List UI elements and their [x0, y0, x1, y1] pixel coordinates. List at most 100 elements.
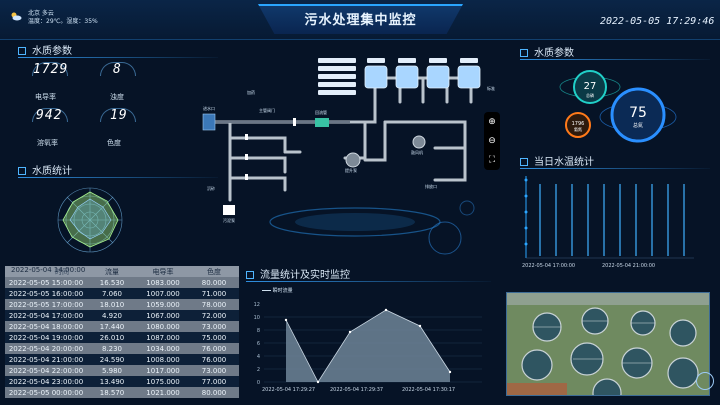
cell-chroma: 73.000: [189, 365, 239, 376]
cell-chroma: 76.000: [189, 343, 239, 354]
cell-conductivity: 1087.000: [137, 332, 189, 343]
cell-time: 2022-05-05 17:00:00: [5, 299, 87, 310]
cell-flow: 4.920: [87, 310, 137, 321]
section-divider: [520, 168, 710, 169]
cell-conductivity: 1075.000: [137, 376, 189, 387]
table-header-time[interactable]: 2022-05-04 14:00:00 时间: [5, 266, 87, 277]
cell-conductivity: 1017.000: [137, 365, 189, 376]
weather-location: 北京 多云: [28, 10, 54, 17]
cell-chroma: 75.000: [189, 332, 239, 343]
cell-time: 2022-05-04 23:00:00: [5, 376, 87, 387]
zoom-out-icon[interactable]: ⊖: [488, 136, 496, 146]
cell-flow: 17.440: [87, 321, 137, 332]
svg-text:2022-05-04 17:29:27: 2022-05-04 17:29:27: [262, 387, 315, 393]
conductivity-label: 电导率: [35, 93, 56, 101]
cell-flow: 18.010: [87, 299, 137, 310]
svg-text:提升泵: 提升泵: [345, 167, 357, 173]
svg-text:0: 0: [257, 380, 260, 386]
water-params-bubbles: 27 总磷 75 总氮 1796 氨氮: [559, 70, 677, 143]
cell-time: 2022-05-05 16:00:00: [5, 288, 87, 299]
svg-text:2022-05-04 17:29:37: 2022-05-04 17:29:37: [330, 387, 383, 393]
cell-flow: 7.060: [87, 288, 137, 299]
flow-chart-legend: 瞬时流量: [262, 287, 293, 294]
table-header-flow[interactable]: 流量: [87, 266, 137, 277]
flow-chart: 0 2 4 6 8 10 12 2022-05-04 17:29:27 2022…: [254, 302, 482, 393]
cell-chroma: 80.000: [189, 387, 239, 398]
svg-text:氨氮: 氨氮: [574, 126, 582, 132]
cell-time: 2022-05-04 22:00:00: [5, 365, 87, 376]
fullscreen-icon[interactable]: ⛶: [488, 155, 496, 165]
svg-text:标准: 标准: [487, 85, 495, 91]
cell-time: 2022-05-05 00:00:00: [5, 387, 87, 398]
svg-text:6: 6: [257, 341, 260, 347]
cell-flow: 8.230: [87, 343, 137, 354]
conductivity-value: 1729: [33, 62, 69, 77]
table-header-row: 2022-05-04 14:00:00 时间 流量 电导率 色度: [5, 266, 239, 277]
cell-flow: 13.490: [87, 376, 137, 387]
svg-text:排放口: 排放口: [425, 183, 437, 189]
svg-text:4: 4: [257, 354, 260, 360]
zoom-in-icon[interactable]: ⊕: [488, 117, 496, 127]
cell-flow: 16.530: [87, 277, 137, 288]
svg-text:8: 8: [257, 328, 260, 334]
datetime-display: 2022-05-05 17:29:46: [600, 16, 715, 27]
cell-conductivity: 1080.000: [137, 321, 189, 332]
cell-time: 2022-05-04 17:00:00: [5, 310, 87, 321]
cell-flow: 26.010: [87, 332, 137, 343]
video-monitor[interactable]: [506, 292, 710, 396]
section-divider: [18, 177, 218, 178]
title-plate: [258, 4, 463, 34]
svg-text:污泥泵: 污泥泵: [223, 217, 235, 223]
chroma-value: 19: [110, 108, 128, 123]
cell-conductivity: 1007.000: [137, 288, 189, 299]
oxygen-value: 942: [36, 108, 63, 123]
turbidity-label: 浊度: [110, 93, 124, 101]
cell-conductivity: 1008.000: [137, 354, 189, 365]
cell-flow: 18.570: [87, 387, 137, 398]
svg-text:总磷: 总磷: [586, 92, 594, 98]
table-header-chroma[interactable]: 色度: [189, 266, 239, 277]
water-params-title: 水质参数: [18, 42, 72, 57]
cell-chroma: 72.000: [189, 310, 239, 321]
svg-text:2022-05-04 17:00:00: 2022-05-04 17:00:00: [522, 263, 575, 269]
cell-conductivity: 1021.000: [137, 387, 189, 398]
cell-chroma: 76.000: [189, 354, 239, 365]
cell-chroma: 73.000: [189, 321, 239, 332]
chroma-label: 色度: [107, 139, 121, 147]
temp-chart: 2022-05-04 17:00:00 2022-05-04 21:00:00: [522, 176, 694, 269]
svg-text:进水口: 进水口: [203, 105, 215, 111]
temp-chart-title: 当日水温统计: [520, 153, 594, 168]
cell-chroma: 77.000: [189, 376, 239, 387]
svg-text:2022-05-04 21:00:00: 2022-05-04 21:00:00: [602, 263, 655, 269]
svg-text:27: 27: [584, 81, 597, 92]
cell-conductivity: 1067.000: [137, 310, 189, 321]
cell-conductivity: 1083.000: [137, 277, 189, 288]
section-divider: [520, 59, 710, 60]
svg-text:回流管: 回流管: [315, 109, 327, 115]
weather-info: 北京 多云 温度：29℃。湿度：35%: [28, 10, 98, 26]
zoom-toolbar: [484, 112, 500, 170]
svg-text:沉砂: 沉砂: [207, 185, 215, 191]
process-diagram: 进水口 加药 主管阀门 回流管 提升泵 鼓风机 标准 排放口 沉砂 污泥泵: [202, 58, 495, 255]
cell-chroma: 71.000: [189, 288, 239, 299]
table-header-conductivity[interactable]: 电导率: [137, 266, 189, 277]
section-divider: [18, 57, 218, 58]
water-params-right-title: 水质参数: [520, 44, 574, 59]
svg-text:12: 12: [254, 302, 260, 308]
svg-text:加药: 加药: [247, 89, 255, 95]
flow-chart-title: 流量统计及实时监控: [246, 266, 350, 281]
turbidity-value: 8: [113, 62, 122, 77]
fullscreen-video-icon[interactable]: [696, 372, 714, 390]
cell-flow: 24.590: [87, 354, 137, 365]
